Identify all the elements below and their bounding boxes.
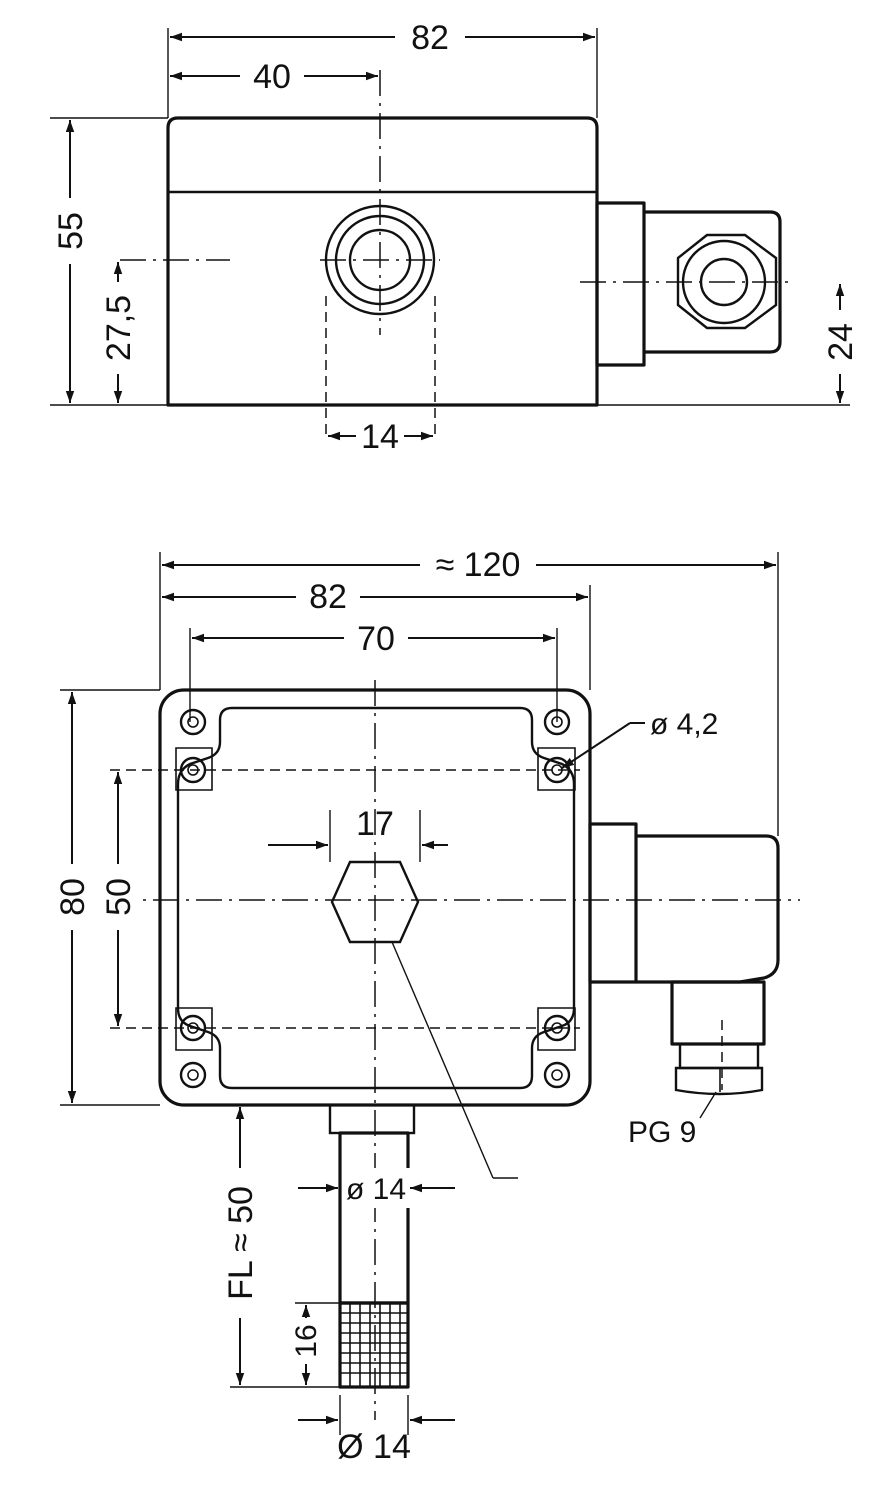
dim-label: 82 — [309, 578, 347, 616]
dim-top-width: 82 — [170, 14, 595, 58]
dim-top-bore: 14 — [328, 414, 433, 456]
dim-filter-length: 16 — [288, 1305, 324, 1385]
dim-label: 55 — [52, 212, 90, 250]
dim-top-half-height: 27,5 — [96, 262, 140, 403]
dim-label: 50 — [100, 878, 138, 916]
dim-label: 80 — [54, 878, 92, 916]
dim-hole-spacing-x: 70 — [192, 616, 555, 660]
dim-filter-diameter: Ø 14 — [298, 1415, 455, 1466]
dim-hole-diameter: ø 4,2 — [561, 708, 718, 769]
dim-label: PG 9 — [628, 1116, 696, 1149]
dim-label: 14 — [361, 418, 399, 456]
probe-outline — [328, 1103, 416, 1389]
dim-label: Ø 14 — [337, 1428, 411, 1466]
dim-label: ≈ 120 — [436, 546, 521, 584]
dim-label: 27,5 — [100, 295, 138, 361]
connector-side-outline — [595, 201, 782, 367]
hex-nut-icon — [330, 860, 420, 944]
dim-hex: 17 — [268, 805, 448, 850]
dim-label: FL ≈ 50 — [222, 1186, 260, 1300]
front-view: ≈ 120 82 70 ø 4,2 17 80 — [50, 542, 800, 1466]
dim-hole-spacing-y: 50 — [96, 772, 140, 1026]
top-view: 82 40 55 27,5 24 14 — [48, 14, 862, 456]
dim-label: 70 — [357, 620, 395, 658]
dim-front-width: 82 — [162, 575, 588, 619]
dim-label: ø 4,2 — [650, 708, 718, 741]
dim-label: 24 — [822, 323, 860, 361]
connector-hex-nut-icon — [676, 233, 778, 330]
dim-top-cable-axis: 24 — [818, 284, 862, 403]
dim-label: 82 — [411, 19, 449, 57]
dim-top-height: 55 — [48, 120, 92, 403]
dim-probe-length: FL ≈ 50 — [218, 1107, 262, 1385]
dim-probe-diameter: ø 14 — [298, 1168, 455, 1208]
connector-plug-outline — [588, 822, 780, 1096]
dim-front-height: 80 — [50, 692, 94, 1103]
dim-label: 16 — [290, 1324, 323, 1357]
mounting-hole-top-left — [175, 708, 213, 791]
dim-label: 17 — [356, 805, 394, 843]
dim-top-offset: 40 — [170, 54, 378, 98]
dim-label: 40 — [253, 58, 291, 96]
dim-label: ø 14 — [346, 1173, 406, 1206]
housing-side-outline — [166, 116, 599, 407]
gland-label: PG 9 — [628, 1091, 717, 1149]
dim-overall-width: ≈ 120 — [162, 542, 776, 586]
